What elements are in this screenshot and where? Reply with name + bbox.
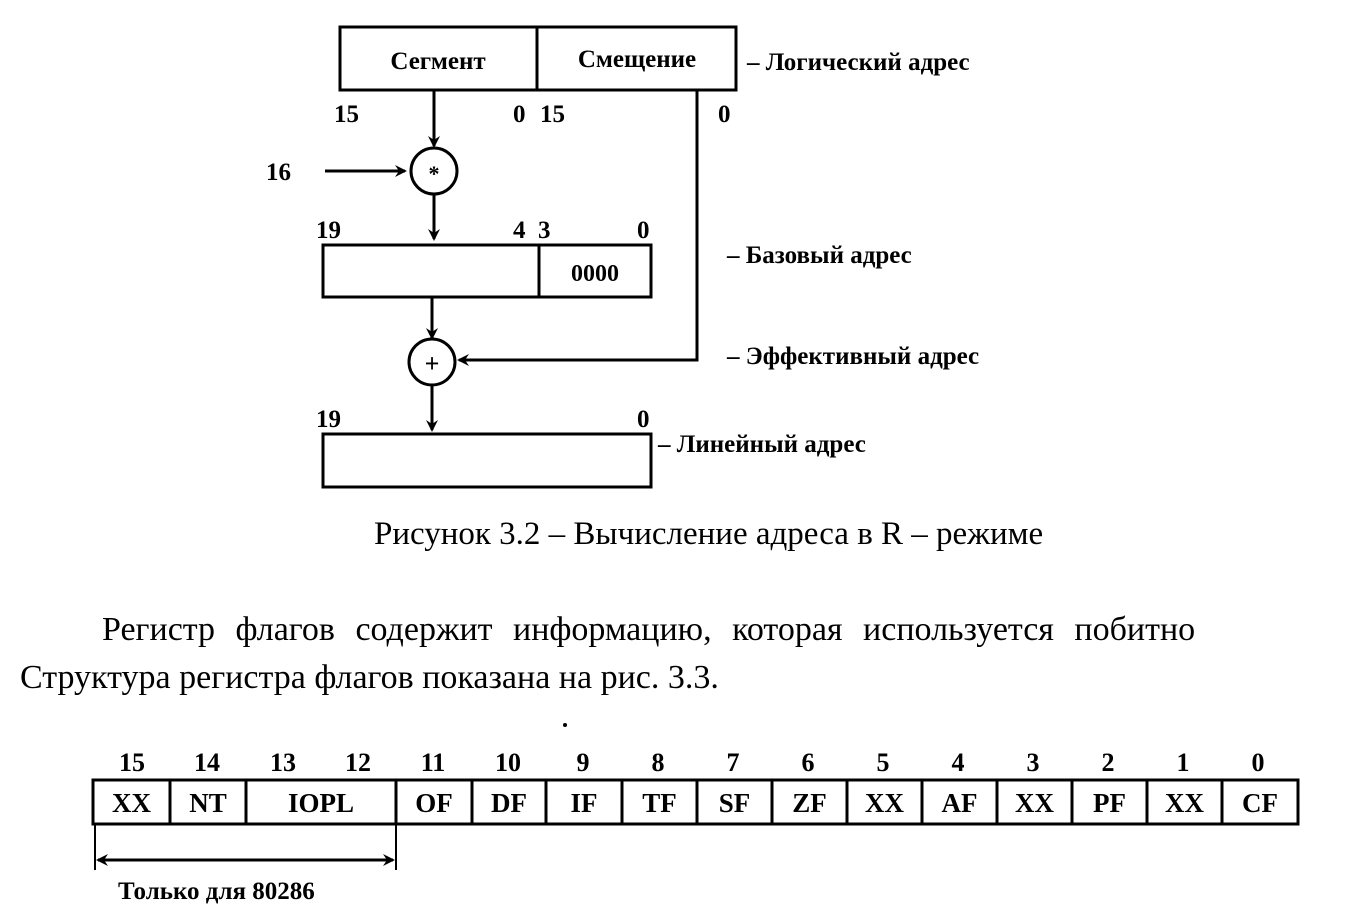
flag-bit-number: 10 — [495, 748, 521, 777]
flag-bit-number: 0 — [1252, 748, 1265, 777]
off-bit-lo: 0 — [718, 101, 731, 128]
flag-bit-number: 11 — [421, 748, 446, 777]
flag-field: IOPL — [288, 788, 354, 818]
base-bit-hi: 19 — [316, 217, 341, 244]
flag-bit-number: 9 — [577, 748, 590, 777]
flag-field: DF — [491, 788, 527, 818]
flag-field: SF — [719, 788, 751, 818]
flag-field: OF — [415, 788, 453, 818]
lin-bit-lo: 0 — [637, 406, 650, 433]
effective-address-label: – Эффективный адрес — [726, 343, 979, 370]
flag-field: AF — [942, 788, 978, 818]
flag-field: CF — [1242, 788, 1278, 818]
offset-path — [457, 90, 699, 366]
linear-address-box — [321, 432, 653, 489]
base-address-label: – Базовый адрес — [726, 242, 912, 269]
flag-field: XX — [1015, 788, 1054, 818]
flag-bit-number: 2 — [1102, 748, 1115, 777]
flag-bit-number: 1 — [1177, 748, 1190, 777]
flag-bit-number: 4 — [952, 748, 965, 777]
figure-caption: Рисунок 3.2 – Вычисление адреса в R – ре… — [374, 516, 1044, 552]
offset-label: Смещение — [578, 46, 696, 73]
linear-address-label: – Линейный адрес — [657, 431, 866, 458]
flag-field: TF — [642, 788, 677, 818]
flag-bit-number: 15 — [119, 748, 145, 777]
paragraph-line-2: Структура регистра флагов показана на ри… — [20, 659, 719, 696]
base-address-box — [321, 243, 653, 299]
flag-bit-number: 5 — [877, 748, 890, 777]
flag-bit-number: 14 — [194, 748, 220, 777]
segment-label: Сегмент — [390, 48, 485, 75]
logical-address-label: – Логический адрес — [746, 49, 970, 76]
flag-field: XX — [1165, 788, 1204, 818]
offset-box — [535, 25, 738, 92]
base-bit-mid-lo: 3 — [538, 217, 551, 244]
lin-bit-hi: 19 — [316, 406, 341, 433]
flag-bit-number: 13 — [270, 748, 296, 777]
base-bit-mid-hi: 4 — [513, 217, 526, 244]
stray-dot — [563, 723, 567, 727]
flags-register-fields: XX NT IOPL OF DF IF TF SF ZF XX AF XX PF XX CF — [112, 780, 1278, 824]
flag-bit-number: 3 — [1027, 748, 1040, 777]
flag-field: ZF — [792, 788, 827, 818]
add-symbol: + — [425, 349, 440, 378]
flag-bit-number: 12 — [345, 748, 371, 777]
flag-bit-number: 7 — [727, 748, 740, 777]
flag-field: XX — [112, 788, 151, 818]
flag-bit-number: 8 — [652, 748, 665, 777]
paragraph-line-1: Регистр флагов содержит информацию, кото… — [102, 611, 1196, 648]
flag-field: PF — [1093, 788, 1126, 818]
flag-field: XX — [865, 788, 904, 818]
multiply-symbol: * — [429, 161, 440, 186]
flag-bit-number: 6 — [802, 748, 815, 777]
seg-bit-hi: 15 — [334, 101, 359, 128]
flag-field: IF — [571, 788, 598, 818]
multiplier-value: 16 — [266, 159, 291, 186]
paragraph: Регистр флагов содержит информацию, кото… — [20, 606, 1351, 702]
base-bit-lo: 0 — [637, 217, 650, 244]
seg-bit-lo: 0 — [513, 101, 526, 128]
note-label: Только для 80286 — [118, 878, 315, 905]
base-zeros: 0000 — [571, 261, 619, 287]
off-bit-hi: 15 — [540, 101, 565, 128]
flag-field: NT — [189, 788, 227, 818]
